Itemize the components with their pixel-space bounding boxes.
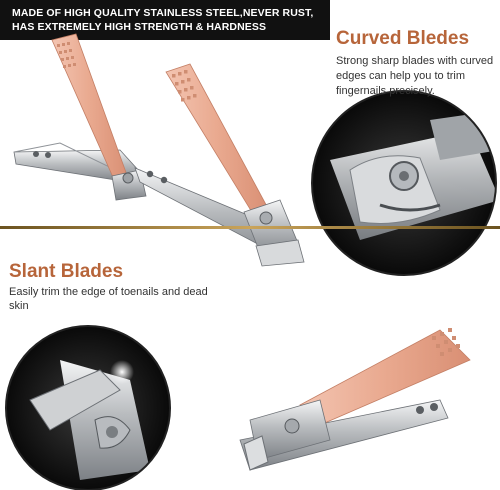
- banner-line-1: MADE OF HIGH QUALITY STAINLESS STEEL,NEV…: [12, 7, 314, 19]
- banner-line-2: HAS EXTREMELY HIGH STRENGTH & HARDNESS: [12, 21, 267, 33]
- large-nail-clipper: [134, 63, 305, 267]
- curved-blades-description: Strong sharp blades with curved edges ca…: [336, 55, 494, 97]
- slant-blades-title: Slant Blades: [9, 261, 124, 282]
- banner-text: MADE OF HIGH QUALITY STAINLESS STEEL,NEV…: [12, 6, 328, 34]
- slant-blade-closeup: [5, 325, 171, 490]
- section-divider: [0, 226, 500, 229]
- bottom-nail-clipper: [239, 328, 471, 471]
- slant-blades-description: Easily trim the edge of toenails and dea…: [9, 286, 208, 312]
- feature-banner: MADE OF HIGH QUALITY STAINLESS STEEL,NEV…: [0, 0, 330, 40]
- small-nail-clipper: [13, 33, 147, 201]
- curved-blades-title: Curved Bledes: [336, 28, 470, 49]
- curved-blade-closeup: [311, 90, 497, 276]
